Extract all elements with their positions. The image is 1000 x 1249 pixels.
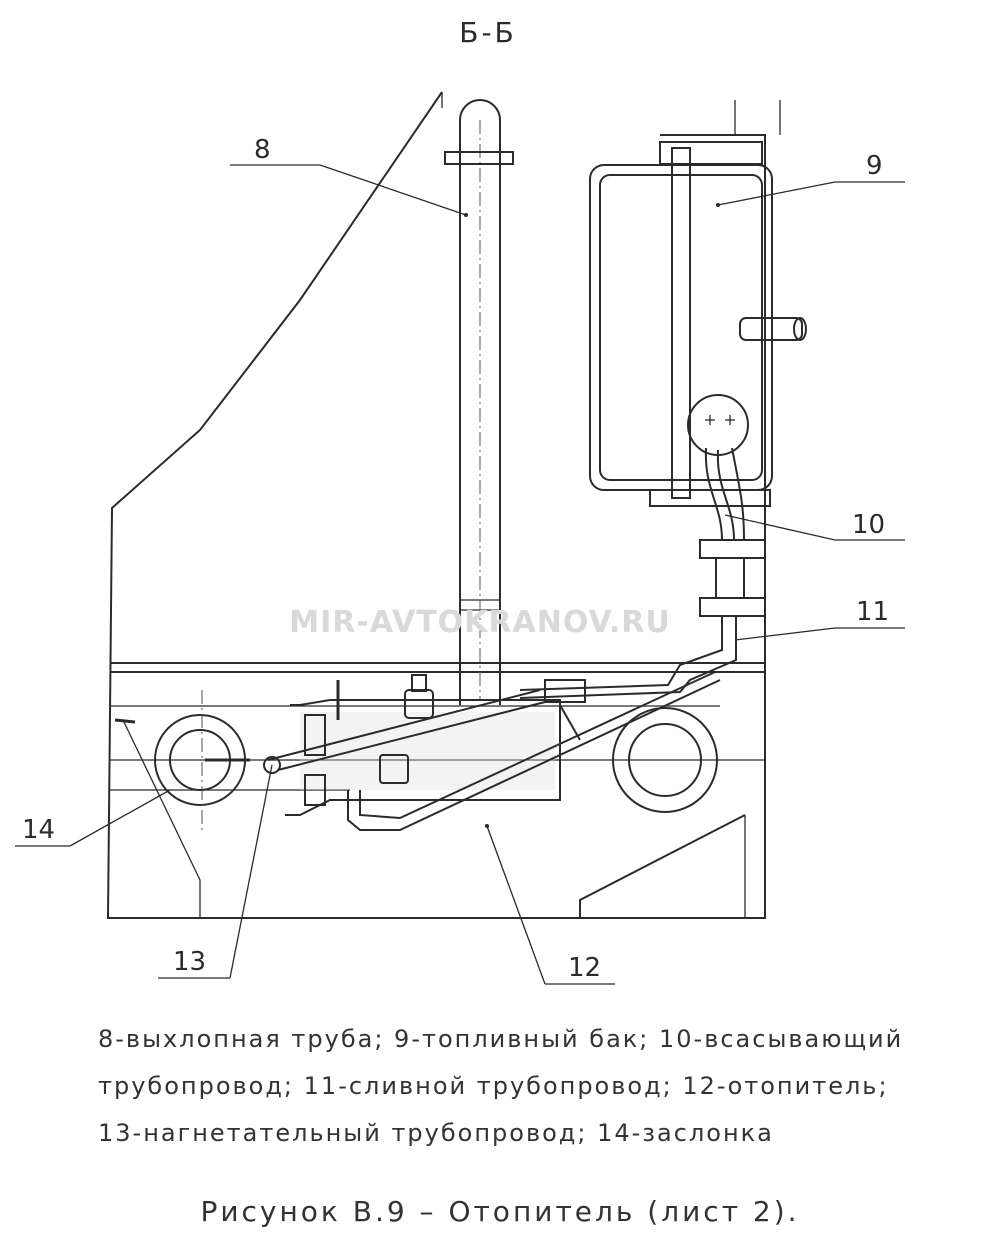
leader-lines [15,164,905,985]
heater-unit [285,671,721,831]
callout-8: 8 [254,135,271,165]
fuel-pipelines [519,447,766,699]
discharge-pipeline [263,689,546,774]
callout-12: 12 [568,953,601,983]
chassis-frame [110,662,765,918]
cab-outline [106,91,781,919]
legend-line-1: 8-выхлопная труба; 9-топливный бак; 10-в… [98,1025,904,1053]
callout-9: 9 [866,151,883,181]
rear-wheel [612,707,718,813]
callout-10: 10 [852,510,885,540]
figure-caption: Рисунок В.9 – Отопитель (лист 2). [200,1195,800,1228]
section-label: Б-Б [459,16,517,49]
callout-14: 14 [22,815,55,845]
legend-line-2: трубопровод; 11-сливной трубопровод; 12-… [98,1072,889,1100]
fuel-tank [589,141,807,507]
legend-line-3: 13-нагнетательный трубопровод; 14-заслон… [98,1119,774,1147]
watermark: MIR-AVTOKRANOV.RU [289,605,671,640]
damper [154,690,250,830]
callout-11: 11 [856,597,889,627]
callout-13: 13 [173,947,206,977]
exhaust-pipe [444,99,514,705]
